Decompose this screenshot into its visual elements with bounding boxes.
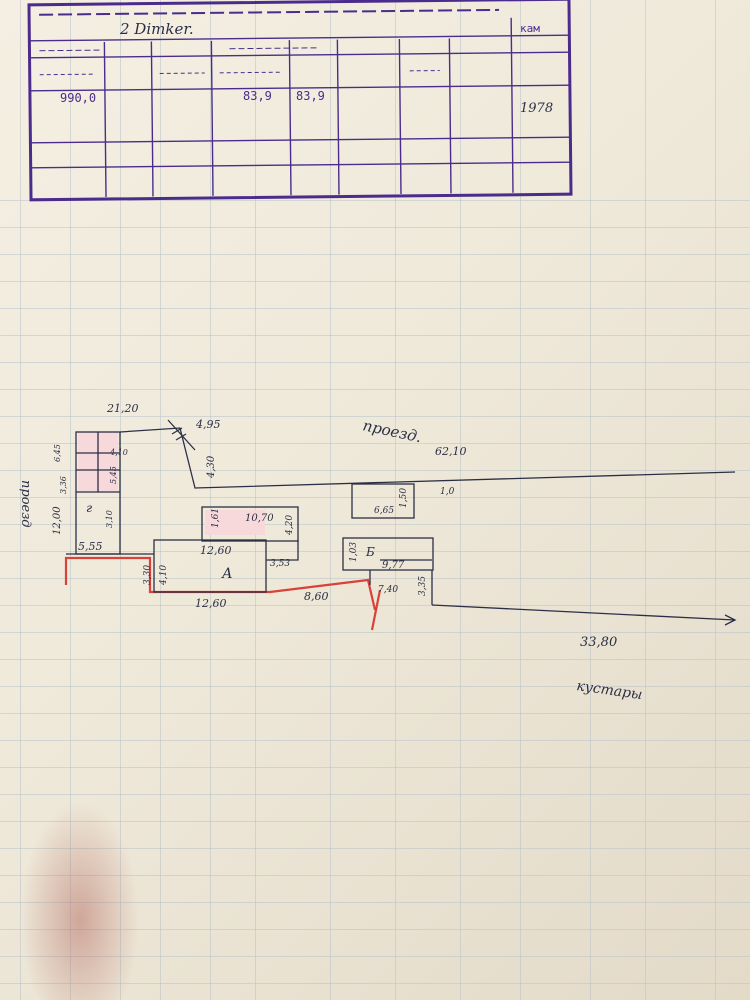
grid-vertical-rule xyxy=(70,0,71,1000)
grid-vertical-rule xyxy=(330,0,331,1000)
stamp-area-1: 990,0 xyxy=(60,91,96,105)
grid-horizontal-rule xyxy=(0,821,750,822)
grid-horizontal-rule xyxy=(0,308,750,309)
finger-shadow xyxy=(20,800,140,1000)
grid-vertical-rule xyxy=(255,0,256,1000)
grid-horizontal-rule xyxy=(0,902,750,903)
dim-right-box-sub: 7,40 xyxy=(378,585,398,595)
pink-room-center xyxy=(205,510,265,535)
label-proezd: проезд. xyxy=(361,416,423,446)
dim-right-box-w: 9,77 xyxy=(382,560,405,571)
grid-horizontal-rule xyxy=(0,875,750,876)
grid-horizontal-rule xyxy=(0,362,750,363)
grid-horizontal-rule xyxy=(0,578,750,579)
site-plan-sketch: 21,20 4,95 62,10 4,30 6,65 1,50 1,0 5,55… xyxy=(18,402,737,703)
grid-horizontal-rule xyxy=(0,929,750,930)
dim-left-small-5: 4,10 xyxy=(109,448,128,457)
grid-horizontal-rule xyxy=(0,713,750,714)
grid-horizontal-rule xyxy=(0,281,750,282)
stamp-area-3: 83,9 xyxy=(296,89,325,103)
dim-top-left: 21,20 xyxy=(106,402,139,415)
dim-box-w: 10,70 xyxy=(245,513,274,524)
grid-vertical-rule xyxy=(160,0,161,1000)
dim-bottom-right: 33,80 xyxy=(580,635,617,650)
house-outline xyxy=(153,539,267,593)
dim-vertical-a: 4,30 xyxy=(206,455,217,479)
dim-left-small-4: 3,10 xyxy=(105,510,114,528)
grid-horizontal-rule xyxy=(0,470,750,471)
grid-horizontal-rule xyxy=(0,956,750,957)
dim-right-box-h: 1,03 xyxy=(349,542,359,562)
stamp-area-2: 83,9 xyxy=(243,89,272,103)
dim-diag: 4,95 xyxy=(195,418,221,431)
grid-horizontal-rule xyxy=(0,497,750,498)
grid-vertical-rule xyxy=(460,0,461,1000)
dim-small-mark: 1,0 xyxy=(440,487,455,497)
grid-horizontal-rule xyxy=(0,551,750,552)
grid-horizontal-rule xyxy=(0,335,750,336)
dim-left-small-2: 3,36 xyxy=(59,476,68,494)
grid-horizontal-rule xyxy=(0,848,750,849)
dim-top-right: 62,10 xyxy=(435,445,467,458)
stamp-header-text: 2 Dimker. xyxy=(119,20,194,38)
inventory-stamp: 2 Dimker. кам 990,0 83,9 83,9 1978 xyxy=(27,0,573,202)
room-letter-a: А xyxy=(221,566,233,582)
dim-small-box-w: 6,65 xyxy=(374,506,394,516)
grid-vertical-rule xyxy=(520,0,521,1000)
dim-house-w: 12,60 xyxy=(200,544,232,557)
plan-lines xyxy=(66,419,737,626)
small-shed xyxy=(351,483,415,519)
grid-horizontal-rule xyxy=(0,254,750,255)
grid-horizontal-rule xyxy=(0,200,750,201)
dim-left-small-3: 5,45 xyxy=(109,466,118,484)
dim-left-small-1: 6,45 xyxy=(53,444,62,462)
dim-bottom-left: 12,60 xyxy=(195,597,227,610)
plan-dimensions: 21,20 4,95 62,10 4,30 6,65 1,50 1,0 5,55… xyxy=(52,402,617,650)
dim-box-h: 4,20 xyxy=(285,515,295,536)
stamp-small-print xyxy=(39,8,500,76)
grid-vertical-rule xyxy=(645,0,646,1000)
dim-small-box-h: 1,50 xyxy=(399,488,409,508)
grid-vertical-rule xyxy=(395,0,396,1000)
stamp-grid xyxy=(29,17,571,198)
dim-right-h: 3,35 xyxy=(418,576,428,596)
center-box xyxy=(201,506,299,542)
right-box xyxy=(342,537,434,571)
red-outline xyxy=(64,556,382,631)
grid-vertical-rule xyxy=(715,0,716,1000)
grid-horizontal-rule xyxy=(0,740,750,741)
dim-house-right: 3,53 xyxy=(270,559,290,569)
grid-vertical-rule xyxy=(210,0,211,1000)
grid-vertical-rule xyxy=(590,0,591,1000)
grid-horizontal-rule xyxy=(0,659,750,660)
dim-left-h: 12,00 xyxy=(52,506,63,535)
dim-box-small: 1,61 xyxy=(211,508,221,528)
room-letter-g: г xyxy=(86,501,92,515)
label-left-side: проезд xyxy=(18,480,33,528)
grid-horizontal-rule xyxy=(0,632,750,633)
grid-horizontal-rule xyxy=(0,389,750,390)
grid-horizontal-rule xyxy=(0,524,750,525)
dim-house-h: 4,10 xyxy=(159,565,169,586)
grid-horizontal-rule xyxy=(0,794,750,795)
grid-horizontal-rule xyxy=(0,767,750,768)
label-kustary: кустары xyxy=(575,678,643,703)
dim-mid-diag: 8,60 xyxy=(304,590,329,603)
stamp-border xyxy=(27,0,573,202)
grid-horizontal-rule xyxy=(0,983,750,984)
grid-vertical-rule xyxy=(20,0,21,1000)
stamp-year: 1978 xyxy=(520,101,553,116)
room-letter-b: Б xyxy=(365,545,375,559)
dim-left-bottom: 5,55 xyxy=(78,540,103,553)
grid-horizontal-rule xyxy=(0,416,750,417)
stamp-corner-label: кам xyxy=(520,22,540,35)
grid-horizontal-rule xyxy=(0,443,750,444)
grid-horizontal-rule xyxy=(0,686,750,687)
grid-horizontal-rule xyxy=(0,227,750,228)
dim-house-h2: 3,30 xyxy=(143,565,153,585)
